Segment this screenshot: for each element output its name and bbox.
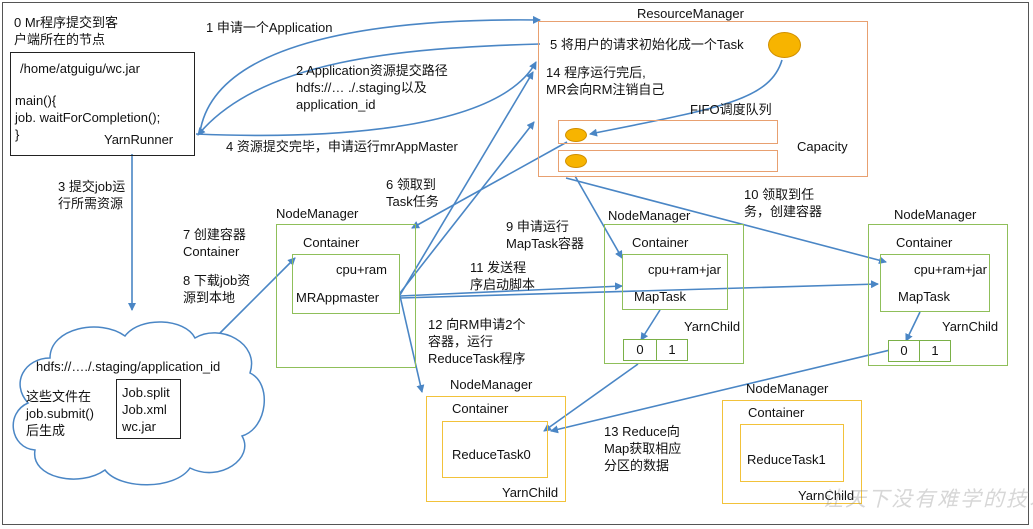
nm1-title: NodeManager bbox=[276, 206, 359, 221]
nm2-container: Container bbox=[632, 235, 689, 250]
nm3-partition-1: 1 bbox=[919, 340, 951, 362]
nm4-title: NodeManager bbox=[450, 377, 533, 392]
arrow-step-9 bbox=[399, 121, 535, 294]
hdfs-cloud bbox=[12, 321, 265, 486]
step-7: 7 创建容器 Container bbox=[183, 227, 246, 259]
step-6: 6 领取到 Task任务 bbox=[386, 177, 439, 209]
arrow-step-11-b bbox=[399, 280, 879, 299]
nm4-yarnchild: YarnChild bbox=[502, 485, 559, 500]
step-11: 11 发送程 序启动脚本 bbox=[470, 260, 536, 292]
nm3-partition-0: 0 bbox=[888, 340, 920, 362]
arrow-step-14 bbox=[399, 71, 534, 296]
client-code: main(){ job. waitForCompletion(); } bbox=[15, 93, 161, 142]
step-9: 9 申请运行 MapTask容器 bbox=[506, 219, 585, 251]
hdfs-path: hdfs://…./.staging/application_id bbox=[36, 359, 221, 374]
step-8: 8 下载job资 源到本地 bbox=[183, 273, 251, 305]
client-caption: 0 Mr程序提交到客 户端所在的节点 bbox=[14, 15, 119, 47]
node-manager-4 bbox=[426, 396, 566, 502]
nm2-container-box bbox=[622, 254, 728, 310]
arrow-task-to-queue bbox=[589, 59, 783, 137]
nm2-maptask: MapTask bbox=[634, 289, 687, 304]
arrow-step-10-a bbox=[574, 175, 623, 259]
node-manager-5 bbox=[722, 400, 862, 504]
arrow-step-10-b bbox=[565, 177, 887, 265]
hdfs-note: 这些文件在 job.submit() 后生成 bbox=[26, 389, 94, 438]
arrow-step-1 bbox=[199, 15, 541, 133]
job-files: Job.split Job.xml wc.jar bbox=[122, 385, 170, 434]
nm4-container-box bbox=[442, 421, 548, 478]
yarn-runner-label: YarnRunner bbox=[104, 132, 174, 147]
nm3-container: Container bbox=[896, 235, 953, 250]
nm2-yarnchild: YarnChild bbox=[684, 319, 741, 334]
nm2-title: NodeManager bbox=[608, 208, 691, 223]
arrow-step-12 bbox=[399, 295, 425, 393]
arrow-map-output-a bbox=[640, 309, 661, 341]
job-files-box bbox=[116, 379, 181, 439]
queue-task-icon bbox=[565, 128, 587, 142]
nm3-container-box bbox=[880, 254, 990, 312]
task-dot-icon bbox=[768, 32, 801, 58]
arrow-step-6 bbox=[411, 141, 568, 229]
watermark: 让天下没有难学的技术 bbox=[822, 487, 1033, 511]
nm5-yarnchild: YarnChild bbox=[798, 488, 855, 503]
nm5-container-box bbox=[740, 424, 844, 482]
rm-title: ResourceManager bbox=[637, 6, 744, 21]
nm2-resources: cpu+ram+jar bbox=[648, 262, 721, 277]
queue-task-icon bbox=[565, 154, 587, 168]
queue-slot-2 bbox=[558, 150, 778, 172]
reduce-task-1: ReduceTask1 bbox=[747, 452, 826, 467]
arrow-step-13-a bbox=[543, 363, 639, 432]
arrow-step-11-a bbox=[399, 282, 623, 297]
node-manager-2 bbox=[604, 224, 744, 364]
client-box bbox=[10, 52, 195, 156]
nm4-container: Container bbox=[452, 401, 509, 416]
nm5-container: Container bbox=[748, 405, 805, 420]
nm3-maptask: MapTask bbox=[898, 289, 951, 304]
arrow-step-13-b bbox=[550, 349, 891, 434]
nm1-resources: cpu+ram bbox=[336, 262, 387, 277]
step-12: 12 向RM申请2个 容器，运行 ReduceTask程序 bbox=[428, 317, 526, 366]
step-2: 2 Application资源提交路径 hdfs://… ./.staging以… bbox=[296, 63, 448, 112]
node-manager-3 bbox=[868, 224, 1008, 366]
jar-path: /home/atguigu/wc.jar bbox=[20, 61, 140, 76]
nm5-title: NodeManager bbox=[746, 381, 829, 396]
step-4: 4 资源提交完毕，申请运行mrAppMaster bbox=[226, 139, 458, 154]
step-13: 13 Reduce向 Map获取相应 分区的数据 bbox=[604, 424, 682, 473]
arrow-step-2 bbox=[197, 43, 541, 136]
nm3-yarnchild: YarnChild bbox=[942, 319, 999, 334]
resource-manager-box bbox=[538, 21, 868, 177]
nm2-partition-0: 0 bbox=[623, 339, 657, 361]
nm1-container: Container bbox=[303, 235, 360, 250]
fifo-label: FIFO调度队列 bbox=[690, 102, 772, 117]
step-3: 3 提交job运 行所需资源 bbox=[58, 179, 126, 211]
capacity-label: Capacity bbox=[797, 139, 848, 154]
arrow-step-8 bbox=[219, 257, 296, 334]
rm-step5: 5 将用户的请求初始化成一个Task bbox=[550, 37, 744, 52]
reduce-task-0: ReduceTask0 bbox=[452, 447, 531, 462]
step-10: 10 领取到任 务，创建容器 bbox=[744, 187, 823, 219]
mr-appmaster: MRAppmaster bbox=[296, 290, 380, 305]
nm3-resources: cpu+ram+jar bbox=[914, 262, 987, 277]
node-manager-1 bbox=[276, 224, 416, 368]
nm2-partition-1: 1 bbox=[656, 339, 688, 361]
nm1-container-box bbox=[292, 254, 400, 314]
arrow-map-output-b bbox=[905, 311, 921, 342]
rm-step14: 14 程序运行完后, MR会向RM注销自己 bbox=[546, 65, 665, 97]
queue-slot-1 bbox=[558, 120, 778, 144]
arrow-step-4 bbox=[195, 61, 537, 137]
nm3-title: NodeManager bbox=[894, 207, 977, 222]
step-1: 1 申请一个Application bbox=[206, 20, 333, 35]
